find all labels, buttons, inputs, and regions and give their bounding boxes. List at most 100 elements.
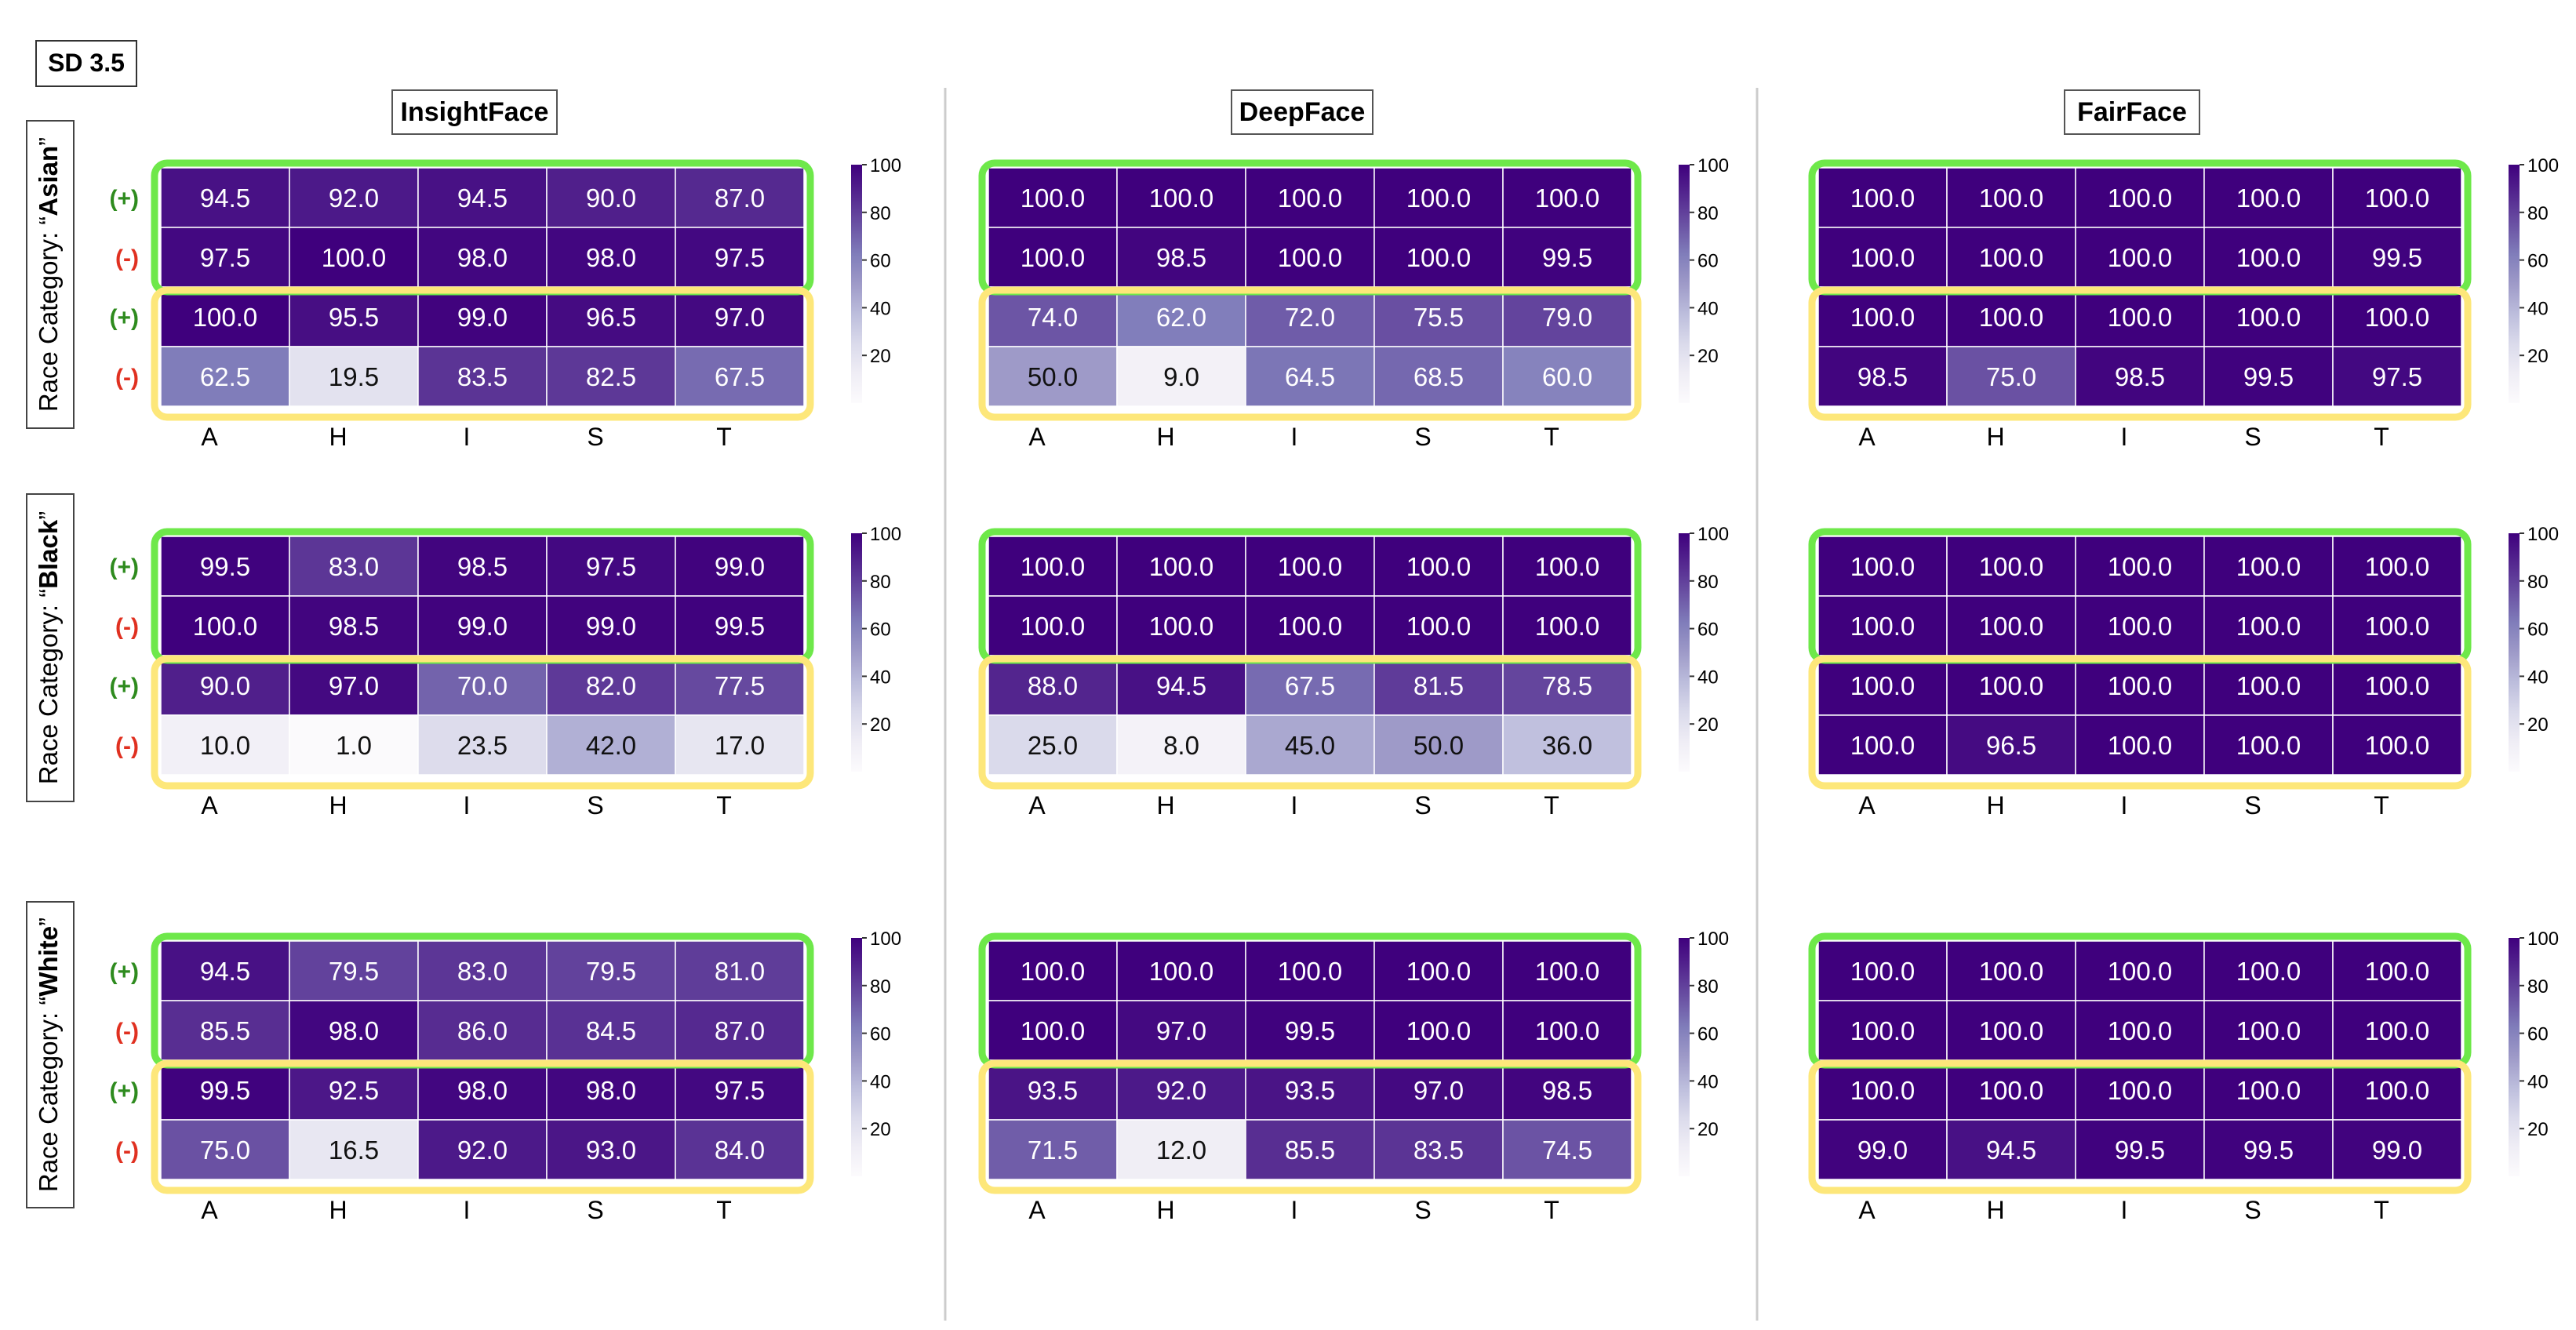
heatmap-cell	[417, 346, 548, 407]
heatmap-cell	[417, 1119, 548, 1180]
cell-value-label: 92.0	[1156, 1076, 1206, 1105]
heatmap-cell	[546, 714, 676, 776]
cell-value-label: 97.5	[200, 243, 250, 272]
x-tick-label: I	[464, 423, 471, 451]
cell-value-label: 100.0	[1406, 612, 1472, 641]
x-tick-label: T	[2374, 1196, 2389, 1224]
heatmap-cell	[417, 1059, 548, 1121]
heatmap-cell	[1374, 655, 1504, 716]
cell-value-label: 100.0	[1021, 552, 1086, 581]
heatmap-cell	[2203, 286, 2334, 347]
cell-value-label: 62.5	[200, 362, 250, 391]
cell-value-label: 100.0	[2108, 1016, 2173, 1045]
heatmap-cell	[1245, 1119, 1375, 1180]
negative-group-box	[1808, 286, 2472, 421]
cell-value-label: 100.0	[1021, 957, 1086, 986]
x-tick-label: A	[1858, 1196, 1876, 1224]
heatmap-cell	[289, 595, 419, 656]
positive-sign-label: (+)	[110, 959, 140, 985]
heatmap-cell	[2332, 1119, 2462, 1180]
cell-value-label: 85.5	[1285, 1136, 1335, 1165]
x-tick-label: A	[1858, 423, 1876, 451]
negative-sign-label: (-)	[115, 733, 139, 759]
cell-value-label: 92.0	[457, 1136, 508, 1165]
heatmap-cell	[2075, 346, 2205, 407]
heatmap-cell	[2203, 595, 2334, 656]
heatmap-cell	[675, 940, 805, 1001]
colorbar-tick-label: 100	[1697, 524, 1729, 545]
heatmap-cell	[2075, 1000, 2205, 1061]
heatmap-cell	[2203, 1119, 2334, 1180]
colorbar-tick-label: 60	[2527, 1024, 2549, 1045]
figure-label-box	[35, 40, 137, 87]
cell-value-label: 86.0	[457, 1016, 508, 1045]
heatmap-cell	[1245, 940, 1375, 1001]
row-label-box	[26, 901, 75, 1208]
heatmap-cell	[1245, 286, 1375, 347]
x-tick-label: H	[329, 423, 347, 451]
heatmap-cell	[2203, 655, 2334, 716]
cell-value-label: 100.0	[1979, 957, 2044, 986]
heatmap-cell	[1946, 346, 2076, 407]
cell-value-label: 75.0	[1986, 362, 2036, 391]
heatmap-cell	[1245, 227, 1375, 288]
cell-value-label: 79.5	[586, 957, 636, 986]
cell-value-label: 68.5	[1414, 362, 1464, 391]
heatmap-cell	[160, 1000, 290, 1061]
cell-value-label: 90.0	[586, 184, 636, 213]
cell-value-label: 99.5	[715, 612, 765, 641]
model-title-fairface: FairFace	[2064, 89, 2200, 135]
heatmap-cell	[546, 655, 676, 716]
negative-sign-label: (-)	[115, 614, 139, 640]
heatmap-cell	[289, 655, 419, 716]
row-label-text: Race Category: “White”	[34, 918, 63, 1192]
heatmap-cell	[2075, 536, 2205, 597]
cell-value-label: 100.0	[2236, 552, 2301, 581]
cell-value-label: 97.5	[715, 1076, 765, 1105]
heatmap-cell	[675, 1000, 805, 1061]
heatmap-cell	[2075, 655, 2205, 716]
cell-value-label: 83.0	[329, 552, 379, 581]
cell-value-label: 100.0	[2365, 612, 2430, 641]
cell-value-label: 71.5	[1028, 1136, 1078, 1165]
heatmap-cell	[417, 536, 548, 597]
colorbar	[851, 533, 862, 772]
heatmap-cell	[988, 346, 1118, 407]
heatmap-cell	[2203, 227, 2334, 288]
cell-value-label: 90.0	[200, 671, 250, 700]
x-tick-label: H	[329, 1196, 347, 1224]
heatmap-cell	[988, 714, 1118, 776]
cell-value-label: 99.5	[2243, 1136, 2294, 1165]
cell-value-label: 100.0	[1979, 243, 2044, 272]
heatmap-cell	[2332, 346, 2462, 407]
heatmap-cell	[675, 346, 805, 407]
cell-value-label: 97.0	[329, 671, 379, 700]
heatmap-cell	[1502, 655, 1632, 716]
heatmap-cell	[1374, 286, 1504, 347]
cell-value-label: 17.0	[715, 731, 765, 760]
x-tick-label: I	[2121, 791, 2128, 819]
heatmap-cell	[546, 346, 676, 407]
heatmap-cell	[417, 167, 548, 228]
cell-value-label: 100.0	[1278, 184, 1343, 213]
heatmap-cell	[1116, 346, 1246, 407]
colorbar-tick-label: 40	[870, 298, 891, 319]
cell-value-label: 74.0	[1028, 303, 1078, 332]
x-tick-label: S	[2244, 1196, 2261, 1224]
x-tick-label: H	[1986, 791, 2004, 819]
cell-value-label: 100.0	[1535, 957, 1600, 986]
heatmap-cell	[1502, 346, 1632, 407]
x-tick-label: A	[201, 423, 218, 451]
colorbar-tick-label: 40	[2527, 667, 2549, 688]
heatmap-cell	[546, 1059, 676, 1121]
heatmap-cell	[417, 286, 548, 347]
cell-value-label: 98.0	[329, 1016, 379, 1045]
cell-value-label: 97.0	[715, 303, 765, 332]
model-title-insightface: InsightFace	[391, 89, 558, 135]
colorbar-tick-label: 40	[1697, 1071, 1719, 1092]
cell-value-label: 84.0	[715, 1136, 765, 1165]
cell-value-label: 100.0	[2236, 612, 2301, 641]
